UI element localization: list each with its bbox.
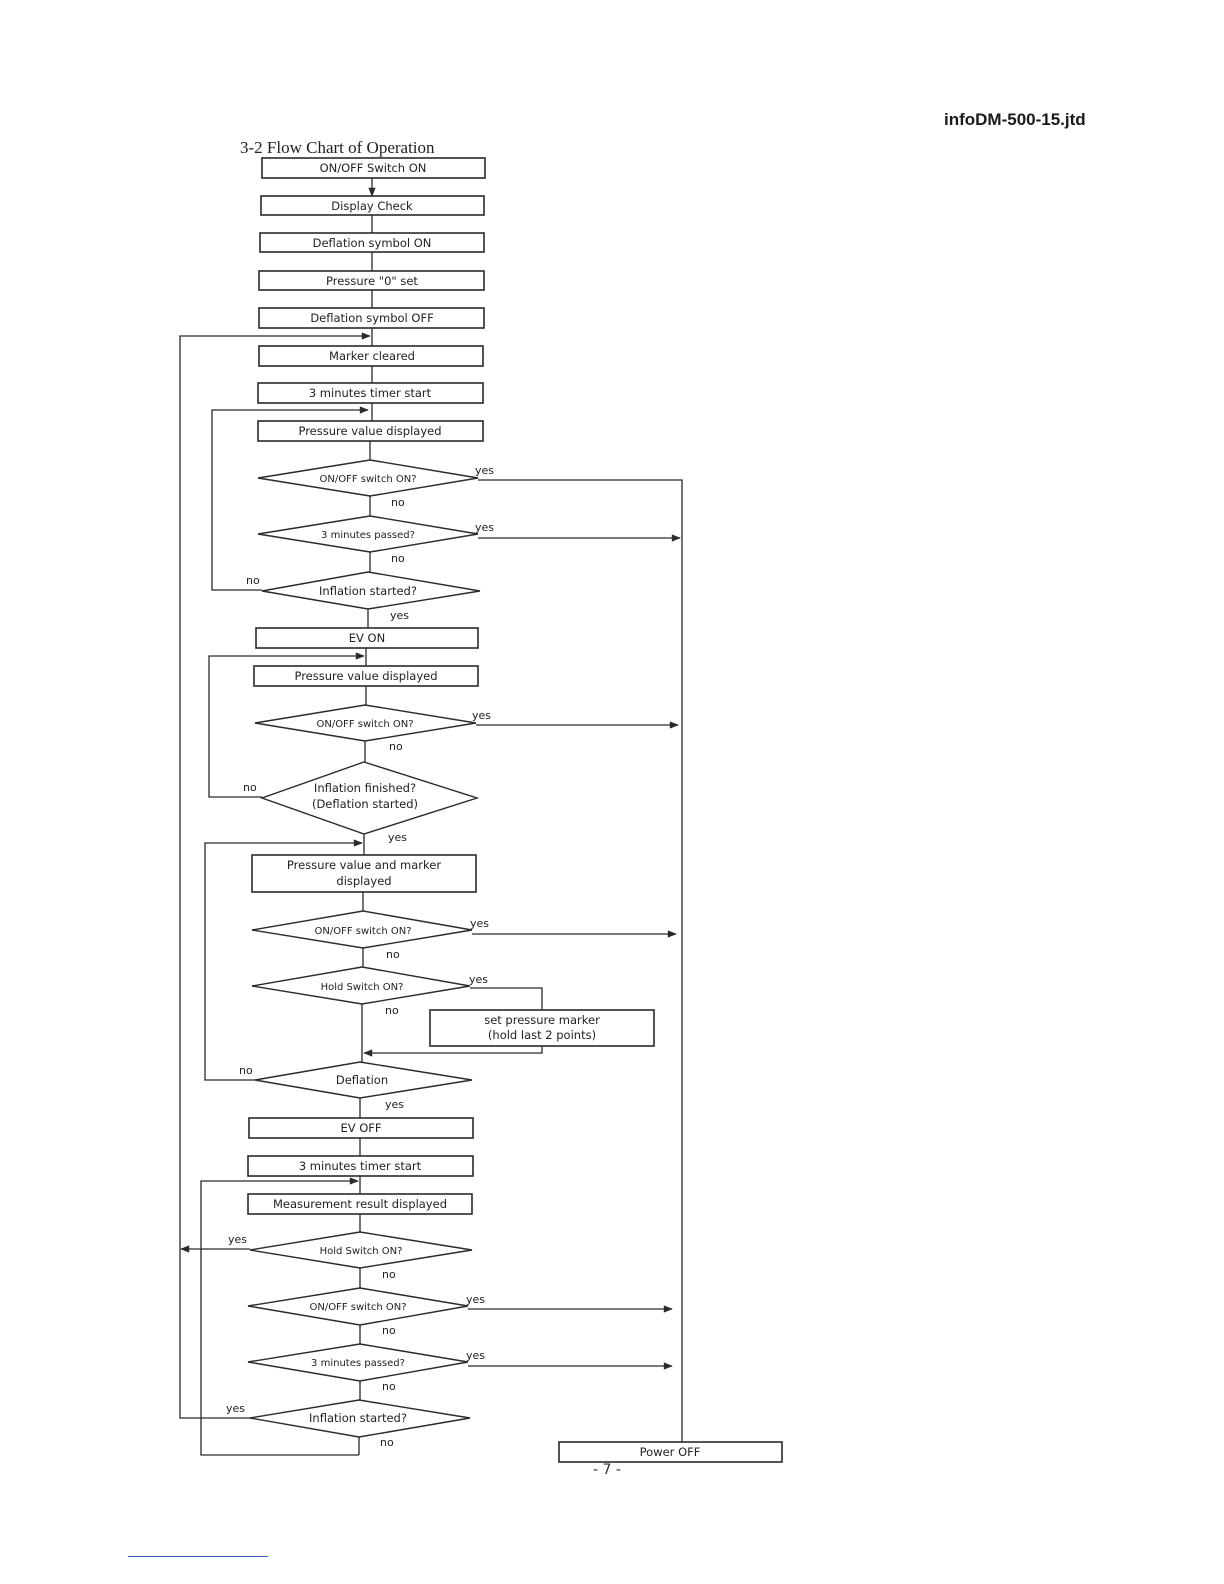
no-label: no xyxy=(380,1436,394,1449)
no-label: no xyxy=(385,1004,399,1017)
decision-label: ON/OFF switch ON? xyxy=(309,1302,406,1313)
step-label: Display Check xyxy=(331,199,413,213)
decision-inflation-started-1: Inflation started? xyxy=(261,571,481,610)
footer-rule xyxy=(128,1556,268,1557)
no-label: no xyxy=(246,574,260,587)
page-number: - 7 - xyxy=(593,1462,621,1478)
step-label: Pressure value and marker xyxy=(287,858,441,872)
decision-onoff-4: ON/OFF switch ON? xyxy=(247,1287,469,1326)
decision-label: ON/OFF switch ON? xyxy=(319,474,416,485)
decision-label: Deflation xyxy=(336,1073,388,1087)
yes-label: yes xyxy=(385,1098,404,1111)
decision-label: Hold Switch ON? xyxy=(321,982,404,993)
step-pressure-and-marker: Pressure value and marker displayed xyxy=(251,854,477,893)
step-pressure-displayed-2: Pressure value displayed xyxy=(253,665,479,687)
step-label: 3 minutes timer start xyxy=(309,386,432,400)
decision-label: ON/OFF switch ON? xyxy=(314,926,411,937)
yes-label: yes xyxy=(466,1349,485,1362)
step-timer-start-2: 3 minutes timer start xyxy=(247,1155,474,1177)
no-label: no xyxy=(386,948,400,961)
step-ev-off: EV OFF xyxy=(248,1117,474,1139)
decision-onoff-2: ON/OFF switch ON? xyxy=(254,704,477,742)
yes-label: yes xyxy=(475,521,494,534)
decision-label: 3 minutes passed? xyxy=(311,1358,405,1369)
decision-inflation-finished: Inflation finished? (Deflation started) xyxy=(259,761,480,835)
step-label: Deflation symbol OFF xyxy=(310,311,433,325)
decision-label: Inflation started? xyxy=(309,1411,407,1425)
no-label: no xyxy=(382,1380,396,1393)
decision-hold-switch-1: Hold Switch ON? xyxy=(251,966,471,1005)
no-label: no xyxy=(239,1064,253,1077)
no-label: no xyxy=(391,496,405,509)
no-label: no xyxy=(391,552,405,565)
decision-label: ON/OFF switch ON? xyxy=(316,719,413,730)
step-set-pressure-marker: set pressure marker (hold last 2 points) xyxy=(429,1009,655,1047)
decision-label: 3 minutes passed? xyxy=(321,530,415,541)
step-deflation-symbol-off: Deflation symbol OFF xyxy=(258,307,485,329)
step-marker-cleared: Marker cleared xyxy=(258,345,484,367)
step-display-check: Display Check xyxy=(260,195,485,216)
step-label: Marker cleared xyxy=(329,349,415,363)
no-label: no xyxy=(382,1324,396,1337)
yes-label: yes xyxy=(228,1233,247,1246)
decision-onoff-3: ON/OFF switch ON? xyxy=(251,910,473,949)
step-label: (hold last 2 points) xyxy=(488,1028,596,1042)
step-label: Deflation symbol ON xyxy=(313,236,432,250)
step-label: Pressure value displayed xyxy=(294,669,437,683)
decision-label: Inflation started? xyxy=(319,584,417,598)
flowchart-title: 3-2 Flow Chart of Operation xyxy=(240,138,435,157)
decision-3min-1: 3 minutes passed? xyxy=(257,515,479,553)
step-ev-on: EV ON xyxy=(255,627,479,649)
no-label: no xyxy=(389,740,403,753)
step-switch-on: ON/OFF Switch ON xyxy=(261,157,486,179)
step-measurement-result: Measurement result displayed xyxy=(247,1193,473,1215)
step-power-off: Power OFF xyxy=(558,1441,783,1463)
step-label: EV OFF xyxy=(340,1121,381,1135)
connector-lines xyxy=(179,178,683,1456)
step-label: displayed xyxy=(336,874,391,888)
document-id: infoDM-500-15.jtd xyxy=(944,110,1086,129)
step-label: EV ON xyxy=(349,631,385,645)
decision-hold-switch-2: Hold Switch ON? xyxy=(249,1231,473,1269)
yes-label: yes xyxy=(226,1402,245,1415)
decision-3min-2: 3 minutes passed? xyxy=(247,1343,469,1382)
step-label: Pressure "0" set xyxy=(326,274,418,288)
yes-label: yes xyxy=(466,1293,485,1306)
step-label: 3 minutes timer start xyxy=(299,1159,422,1173)
step-label: Measurement result displayed xyxy=(273,1197,447,1211)
yes-label: yes xyxy=(469,973,488,986)
yes-label: yes xyxy=(388,831,407,844)
decision-label: Hold Switch ON? xyxy=(320,1246,403,1257)
decision-label: Inflation finished? xyxy=(314,781,416,795)
yes-label: yes xyxy=(475,464,494,477)
decision-inflation-started-2: Inflation started? xyxy=(249,1399,471,1438)
no-label: no xyxy=(382,1268,396,1281)
yes-label: yes xyxy=(472,709,491,722)
decision-deflation: Deflation xyxy=(254,1061,473,1099)
step-label: set pressure marker xyxy=(484,1013,600,1027)
step-pressure-displayed-1: Pressure value displayed xyxy=(257,420,484,442)
step-label: ON/OFF Switch ON xyxy=(320,161,427,175)
yes-label: yes xyxy=(470,917,489,930)
step-pressure-zero-set: Pressure "0" set xyxy=(258,270,485,291)
decision-label: (Deflation started) xyxy=(312,797,418,811)
step-deflation-symbol-on: Deflation symbol ON xyxy=(259,232,485,253)
step-label: Power OFF xyxy=(640,1445,701,1459)
branch-labels: yes no yes no no yes yes no no yes yes n… xyxy=(226,464,494,1449)
yes-label: yes xyxy=(390,609,409,622)
no-label: no xyxy=(243,781,257,794)
step-label: Pressure value displayed xyxy=(298,424,441,438)
step-timer-start-1: 3 minutes timer start xyxy=(257,382,484,404)
decision-onoff-1: ON/OFF switch ON? xyxy=(257,459,479,497)
